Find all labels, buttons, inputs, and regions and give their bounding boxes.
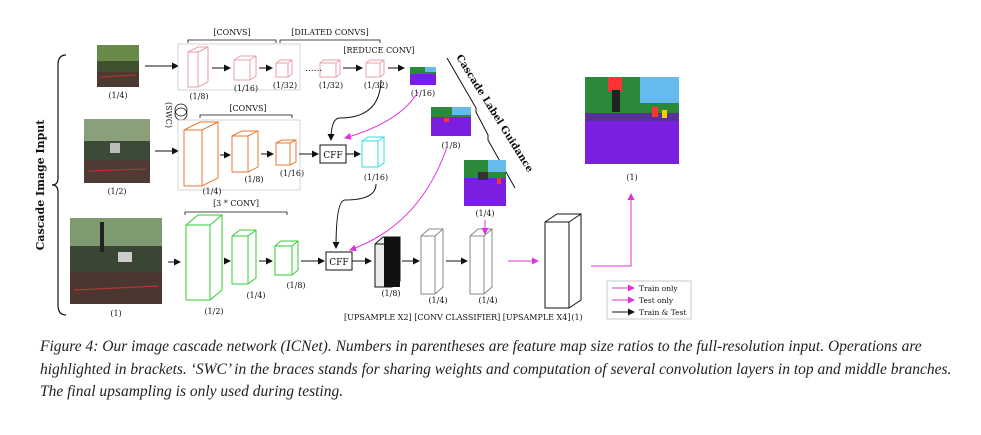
output-feature-boxes xyxy=(374,213,582,309)
arrow-label16-to-cff xyxy=(344,91,419,140)
mid-ratio-3: (1/16) xyxy=(280,169,304,178)
out-ratio-4: (1) xyxy=(571,313,582,322)
label-sixteenth-ratio: (1/16) xyxy=(411,89,435,98)
label-map-quarter xyxy=(464,160,506,206)
bracket-convs-mid xyxy=(199,114,293,118)
input-full-ratio: (1) xyxy=(110,309,121,318)
output-ratio: (1) xyxy=(626,173,637,182)
legend: Train only Test only Train & Test xyxy=(606,280,692,320)
input-quarter-ratio: (1/4) xyxy=(108,91,127,100)
cascade-image-input-label: Cascade Image Input xyxy=(34,119,47,251)
cff-bottom-label: CFF xyxy=(329,258,348,268)
input-image-quarter xyxy=(97,45,139,87)
arrow-label8-to-cff xyxy=(349,146,448,252)
bottom-ops-label: [UPSAMPLE X2] [CONV CLASSIFIER] [UPSAMPL… xyxy=(344,313,570,322)
top-ratio-4: (1/32) xyxy=(319,81,343,90)
top-ratio-1: (1/8) xyxy=(189,92,208,101)
top-dots: ...... xyxy=(305,64,322,74)
bracket-3conv-label: [3 * CONV] xyxy=(213,199,259,208)
middle-feature-boxes xyxy=(183,121,297,187)
figure-caption: Figure 4: Our image cascade network (ICN… xyxy=(40,338,952,400)
bot-ratio-2: (1/4) xyxy=(246,291,265,300)
arrow-upsample-to-output xyxy=(591,193,635,267)
middle-arrows xyxy=(220,150,361,159)
top-feature-boxes xyxy=(187,46,385,88)
input-image-full xyxy=(70,218,162,304)
swc-label: (SWC) xyxy=(164,102,173,128)
swc-ring-1 xyxy=(174,103,188,117)
legend-test-only-label: Test only xyxy=(639,296,674,305)
top-ratio-3: (1/32) xyxy=(273,81,297,90)
cff-out-box xyxy=(361,136,385,168)
top-ratio-2: (1/16) xyxy=(234,84,258,93)
out-ratio-1: (1/8) xyxy=(381,289,400,298)
bot-ratio-1: (1/2) xyxy=(204,307,223,316)
input-image-half xyxy=(84,119,150,183)
middle-branch-panel xyxy=(177,119,301,191)
label-map-eighth xyxy=(431,107,471,136)
top-ratio-5: (1/32) xyxy=(364,81,388,90)
input-brace xyxy=(51,54,67,316)
bracket-dilated xyxy=(279,39,381,43)
cff-box-bottom xyxy=(325,251,353,271)
cff-out-ratio: (1/16) xyxy=(364,173,388,182)
arrow-midout-to-cff xyxy=(332,183,377,249)
cff-mid-label: CFF xyxy=(323,151,342,161)
bracket-convs-mid-label: [CONVS] xyxy=(229,104,266,113)
label-eighth-ratio: (1/8) xyxy=(441,141,460,150)
bracket-convs-top xyxy=(187,39,277,43)
guidance-brace xyxy=(446,57,516,189)
bracket-convs-top-label: [CONVS] xyxy=(213,28,250,37)
arrow-top-to-cff xyxy=(327,79,382,141)
label-map-sixteenth xyxy=(410,67,436,85)
icnet-diagram: Cascade Image Input (1/4) (1/2) (1) [CON… xyxy=(34,28,692,322)
top-branch-panel xyxy=(177,43,301,91)
out-ratio-3: (1/4) xyxy=(478,296,497,305)
mid-ratio-2: (1/8) xyxy=(244,175,263,184)
legend-train-test-label: Train & Test xyxy=(639,308,686,317)
output-segmentation xyxy=(585,77,679,164)
bracket-3conv xyxy=(184,211,288,215)
legend-train-only-label: Train only xyxy=(639,284,678,293)
out-ratio-2: (1/4) xyxy=(428,296,447,305)
bracket-reduce-label: [REDUCE CONV] xyxy=(343,46,414,55)
cff-box-mid xyxy=(319,144,347,164)
bottom-feature-boxes xyxy=(185,214,299,301)
bot-ratio-3: (1/8) xyxy=(286,281,305,290)
mid-ratio-1: (1/4) xyxy=(202,187,221,196)
input-half-ratio: (1/2) xyxy=(107,187,126,196)
bracket-dilated-label: [DILATED CONVS] xyxy=(291,28,369,37)
label-quarter-ratio: (1/4) xyxy=(475,209,494,218)
